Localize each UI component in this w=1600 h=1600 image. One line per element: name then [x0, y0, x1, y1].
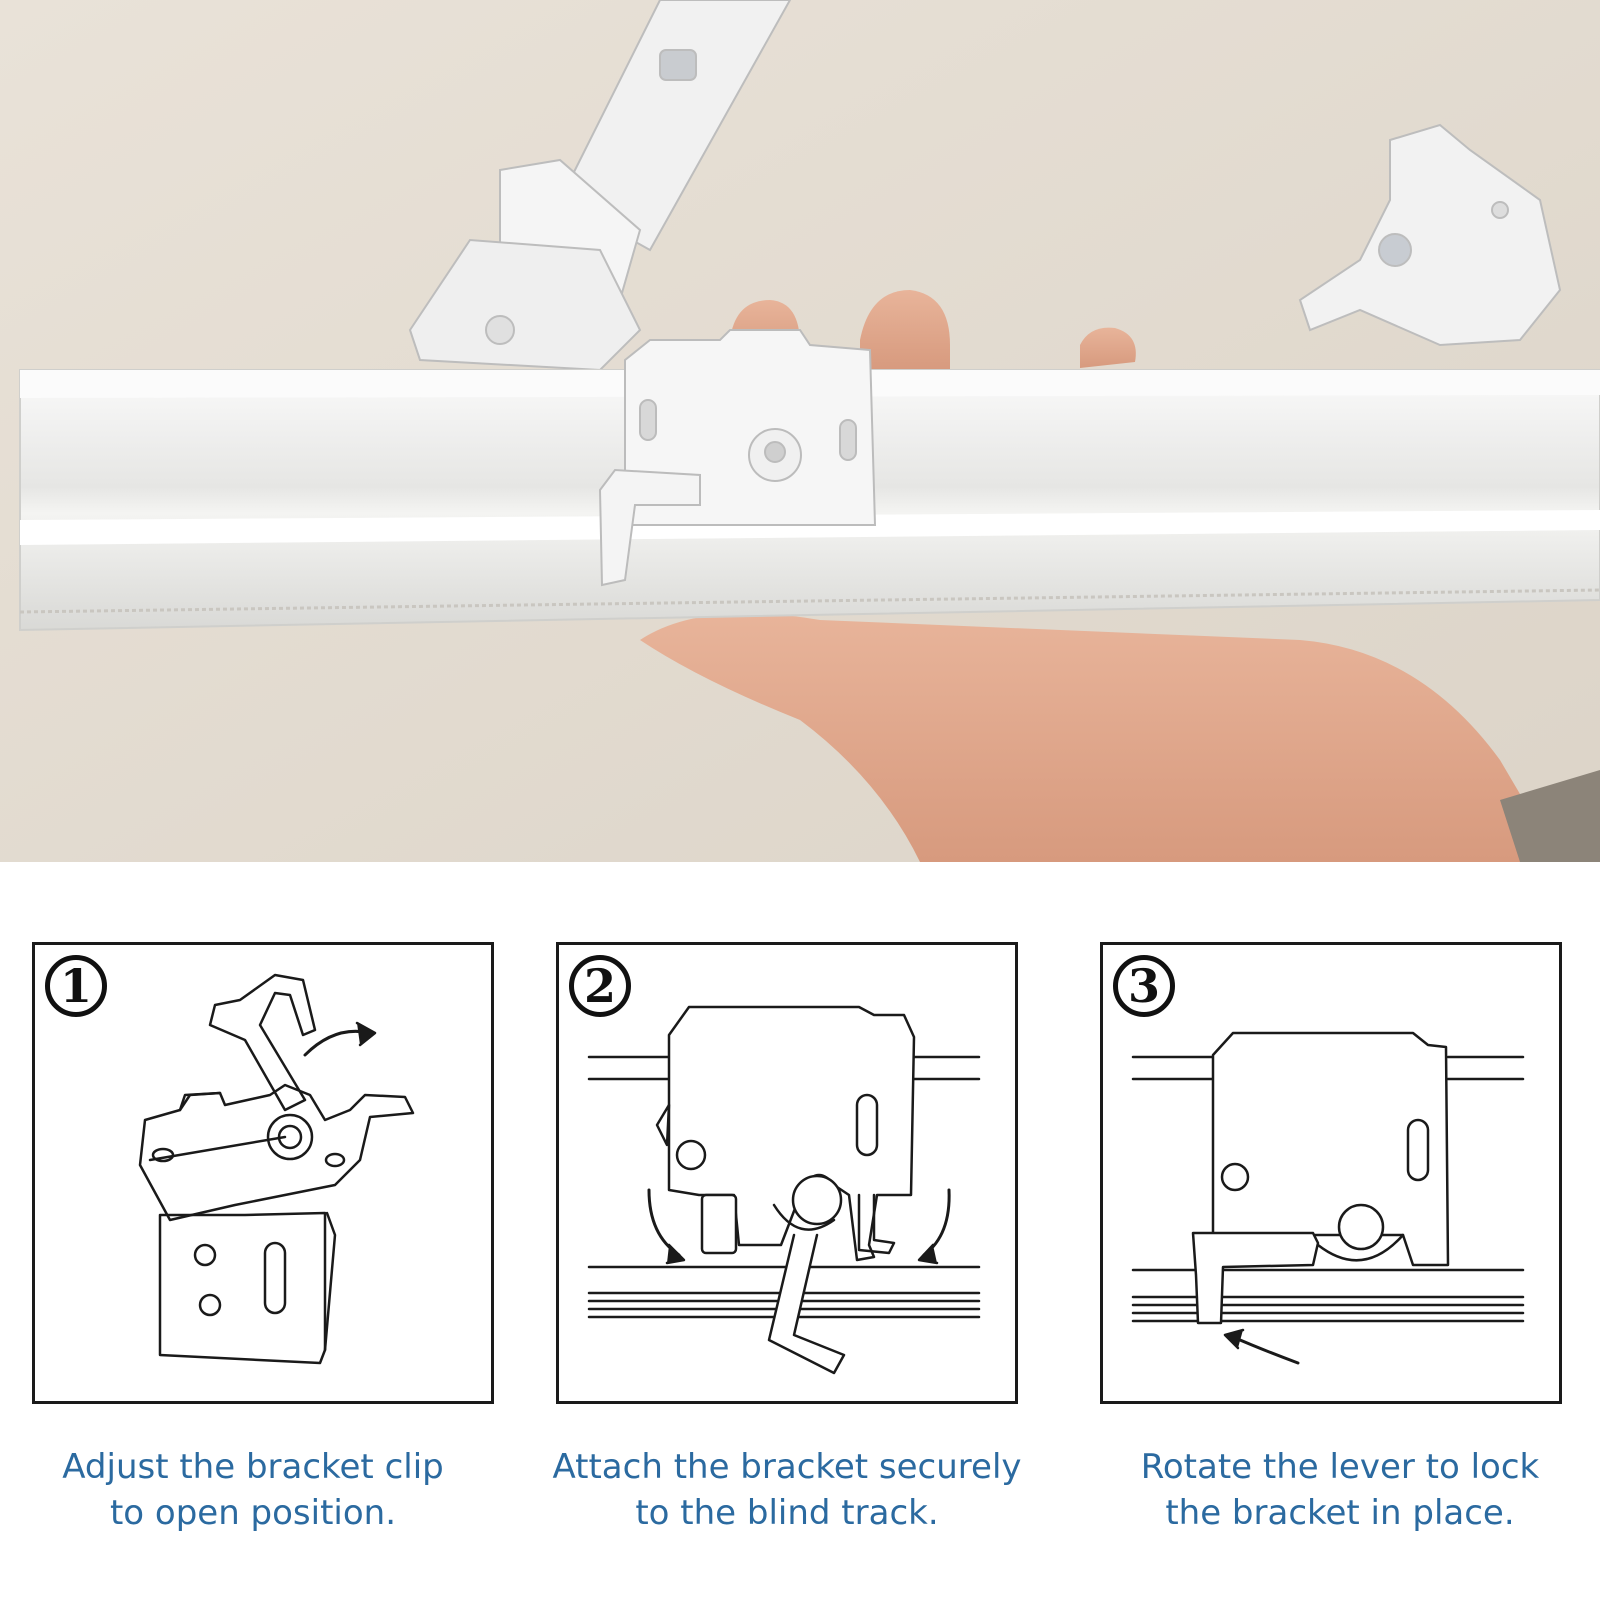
step-2-caption-line2: to the blind track.: [635, 1493, 939, 1533]
step-1-caption-line2: to open position.: [109, 1493, 397, 1533]
step-2-number: 2: [569, 955, 631, 1017]
bracket-attach-track-diagram: [587, 1005, 981, 1375]
step-2-caption: Attach the bracket securely to the blind…: [537, 1444, 1037, 1536]
step-1-caption: Adjust the bracket clip to open position…: [3, 1444, 503, 1536]
bracket-clip-open-diagram: [138, 973, 415, 1365]
bracket-left: [408, 0, 792, 372]
step-1-number: 1: [45, 955, 107, 1017]
step-3-panel: 3: [1100, 942, 1562, 1404]
lever-lock-diagram: [1131, 1031, 1525, 1365]
step-3-number: 3: [1113, 955, 1175, 1017]
bracket-right: [1298, 123, 1562, 347]
step-2-panel: 2: [556, 942, 1018, 1404]
step-1-panel: 1: [32, 942, 494, 1404]
step-3-caption-line2: the bracket in place.: [1165, 1493, 1515, 1533]
step-3-caption-line1: Rotate the lever to lock: [1140, 1447, 1540, 1487]
bracket-center: [598, 329, 877, 587]
step-2-caption-line1: Attach the bracket securely: [552, 1447, 1022, 1487]
product-photo: [0, 0, 1600, 862]
step-3-caption: Rotate the lever to lock the bracket in …: [1090, 1444, 1590, 1536]
step-1-caption-line1: Adjust the bracket clip: [62, 1447, 444, 1487]
hand-bottom: [640, 613, 1560, 862]
